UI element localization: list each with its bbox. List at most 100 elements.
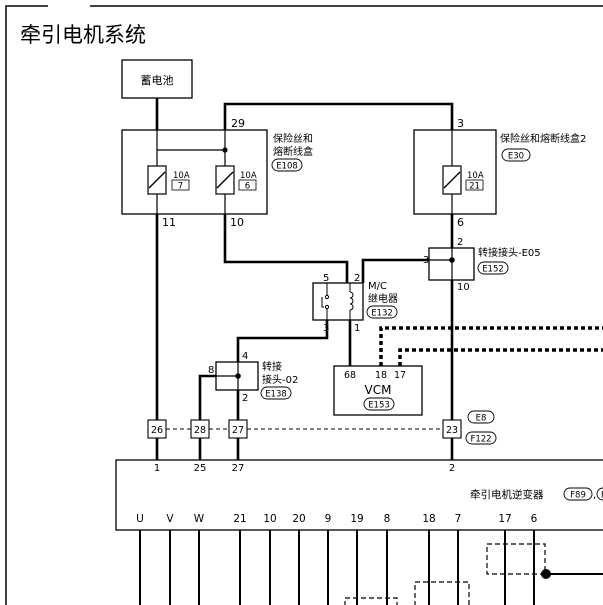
relay-switch-icon: [321, 283, 330, 320]
relay-coil-icon: [349, 283, 354, 320]
fuse-box-1-code-badge: [271, 158, 303, 172]
connector-code-b: F122: [470, 435, 491, 445]
joint-e05-name: 转接接头-E05: [478, 246, 541, 259]
vcm-pin-68: 68: [344, 370, 356, 381]
dotted-signal-lines: [379, 326, 603, 366]
bottom-junction-dot: [541, 569, 551, 579]
inverter-pin-21: 21: [233, 513, 246, 525]
connector-code-a: E8: [476, 414, 487, 424]
joint-02-code-badge: [260, 386, 292, 400]
vcm-code-badge: [363, 397, 395, 411]
inverter-top-pin-1: 1: [154, 463, 160, 474]
inverter-pin-19: 19: [350, 513, 363, 525]
fuse-box-1-name-line2: 熔断线盒: [273, 145, 313, 158]
inverter-code-badge: [563, 487, 593, 501]
fuse-box-2-code-badge: [501, 148, 531, 162]
fuse-7-rating: 10A: [173, 171, 190, 181]
connector-pin-23-label: 23: [446, 425, 458, 436]
fuse-box-2-code: E30: [508, 152, 524, 162]
fuse-7-number-box: [171, 179, 190, 191]
connector-pin-27-label: 27: [232, 425, 244, 436]
fuse-box-1-code: E108: [276, 162, 298, 172]
relay-name-line1: M/C: [368, 281, 387, 292]
vcm-code: E153: [368, 401, 390, 411]
joint-02-name-line1: 转接: [262, 360, 282, 373]
relay-box: [312, 282, 364, 321]
relay-code-badge: [366, 305, 398, 319]
page-frame: [5, 5, 603, 605]
connector-row: 26 28 27 23: [147, 419, 462, 439]
fuse-box-1-pin-right: 10: [230, 216, 244, 229]
fuse-box-1-pin-left: 11: [162, 216, 176, 229]
joint-02-name-line2: 接头-02: [262, 373, 298, 386]
fuse-box-1-pin-top: 29: [231, 117, 245, 130]
joint-e05-pin-bottom: 10: [457, 282, 470, 293]
inverter-top-pin-25: 25: [194, 463, 207, 474]
relay-pin-tr: 2: [354, 273, 360, 284]
joint-e05-code-badge: [477, 261, 509, 275]
fuse-21-icon: [442, 165, 462, 195]
fuse-box-2-pin-bottom: 6: [457, 216, 464, 229]
joint-02-dot: [235, 373, 241, 379]
fuse-box-2-name: 保险丝和熔断线盒2: [500, 132, 586, 145]
fuse-21-number-box: [465, 179, 484, 191]
connector-pin-28: [190, 419, 210, 439]
relay-pin-bl: 3: [323, 323, 329, 334]
inverter-code-cut-badge: [596, 487, 603, 501]
connector-pin-28-label: 28: [194, 425, 206, 436]
inverter-top-pin-27: 27: [232, 463, 245, 474]
joint-02-code: E138: [265, 390, 287, 400]
inverter-pin-20: 20: [292, 513, 305, 525]
vcm-name: VCM: [365, 383, 392, 397]
connector-pin-27: [228, 419, 248, 439]
connector-code-b-badge: [465, 431, 497, 445]
fuse-box-1-name-line1: 保险丝和: [273, 132, 313, 145]
inverter-code-cut: F: [601, 491, 603, 501]
joint-02-pin-bottom: 2: [242, 393, 248, 404]
battery-label: 蓄电池: [141, 74, 174, 87]
connector-code-a-badge: [467, 410, 495, 424]
connector-pin-23: [442, 419, 462, 439]
fuse-21-rating: 10A: [467, 171, 484, 181]
fuse-6-icon: [215, 165, 235, 195]
fuse-6-rating: 10A: [240, 171, 257, 181]
vcm-pin-17: 17: [394, 370, 406, 381]
connector-pin-26-label: 26: [151, 425, 163, 436]
inverter-box: [115, 459, 603, 531]
joint-e05-dot: [449, 257, 455, 263]
fuse-21-number: 21: [469, 182, 480, 192]
joint-e05-pin-top: 2: [457, 237, 463, 248]
inverter-pin-U: U: [136, 513, 144, 525]
relay-pin-tl: 5: [323, 273, 329, 284]
shield-outlines: [344, 543, 546, 605]
inverter-pin-18: 18: [422, 513, 435, 525]
inverter-pin-10: 10: [263, 513, 276, 525]
battery-box: [121, 59, 193, 99]
inverter-pin-6: 6: [531, 513, 538, 525]
fuse-box-1: [121, 129, 268, 215]
joint-e05-code: E152: [482, 265, 504, 275]
relay-pin-br: 1: [354, 323, 360, 334]
inverter-pin-W: W: [194, 513, 205, 525]
fuse-6-number-box: [238, 179, 257, 191]
fuse-box-2-pin-top: 3: [457, 117, 464, 130]
inverter-pin-9: 9: [325, 513, 332, 525]
inverter-pin-V: V: [166, 513, 174, 525]
inverter-top-pin-2: 2: [449, 463, 455, 474]
page-title: 牵引电机系统: [20, 23, 146, 47]
joint-02-pin-top: 4: [242, 351, 248, 362]
inverter-code: F89: [570, 491, 586, 501]
fuse-box-1-junction: [222, 147, 228, 153]
inverter-pin-17: 17: [498, 513, 511, 525]
wires: [155, 98, 454, 460]
fuse-6-number: 6: [245, 182, 250, 192]
bottom-wires: [139, 530, 603, 605]
joint-02-pin-left: 8: [208, 365, 214, 376]
joint-e05-pin-left: 3: [423, 255, 429, 266]
inverter-pin-7: 7: [455, 513, 462, 525]
vcm-pin-18: 18: [375, 370, 387, 381]
relay-code: E132: [371, 309, 393, 319]
connector-pin-26: [147, 419, 167, 439]
fuse-7-number: 7: [178, 182, 183, 192]
